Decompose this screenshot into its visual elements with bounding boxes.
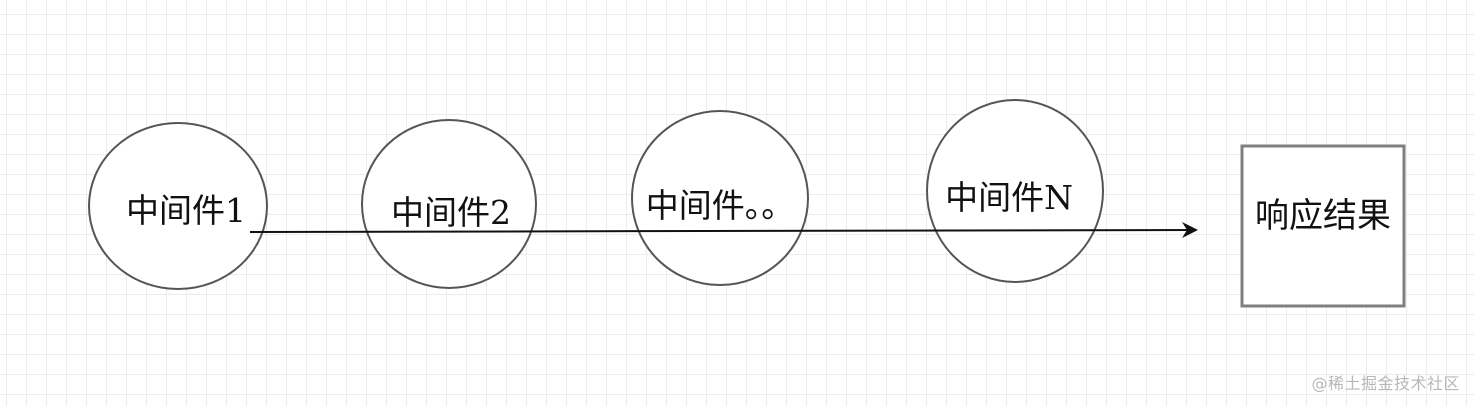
- node-middleware-1[interactable]: 中间件1: [88, 122, 268, 290]
- node-response-result[interactable]: 响应结果: [1240, 144, 1406, 308]
- ellipse-shape: [926, 99, 1104, 283]
- node-label: 中间件。。: [646, 186, 795, 225]
- node-middleware-2[interactable]: 中间件2: [361, 119, 537, 289]
- ellipse-shape: [88, 122, 268, 290]
- node-middleware-ellipsis[interactable]: 中间件。。: [631, 110, 809, 286]
- ellipse-shape: [361, 119, 537, 289]
- ellipse-shape: [631, 110, 809, 286]
- node-label: 响应结果: [1255, 196, 1391, 236]
- rect-shape: [1240, 144, 1406, 308]
- node-middleware-n[interactable]: 中间件N: [926, 99, 1104, 283]
- watermark: @稀土掘金技术社区: [1311, 374, 1460, 393]
- node-label: 中间件2: [391, 193, 511, 232]
- flow-arrow[interactable]: [249, 222, 1198, 239]
- node-label: 中间件N: [945, 178, 1073, 217]
- node-label: 中间件1: [126, 191, 246, 230]
